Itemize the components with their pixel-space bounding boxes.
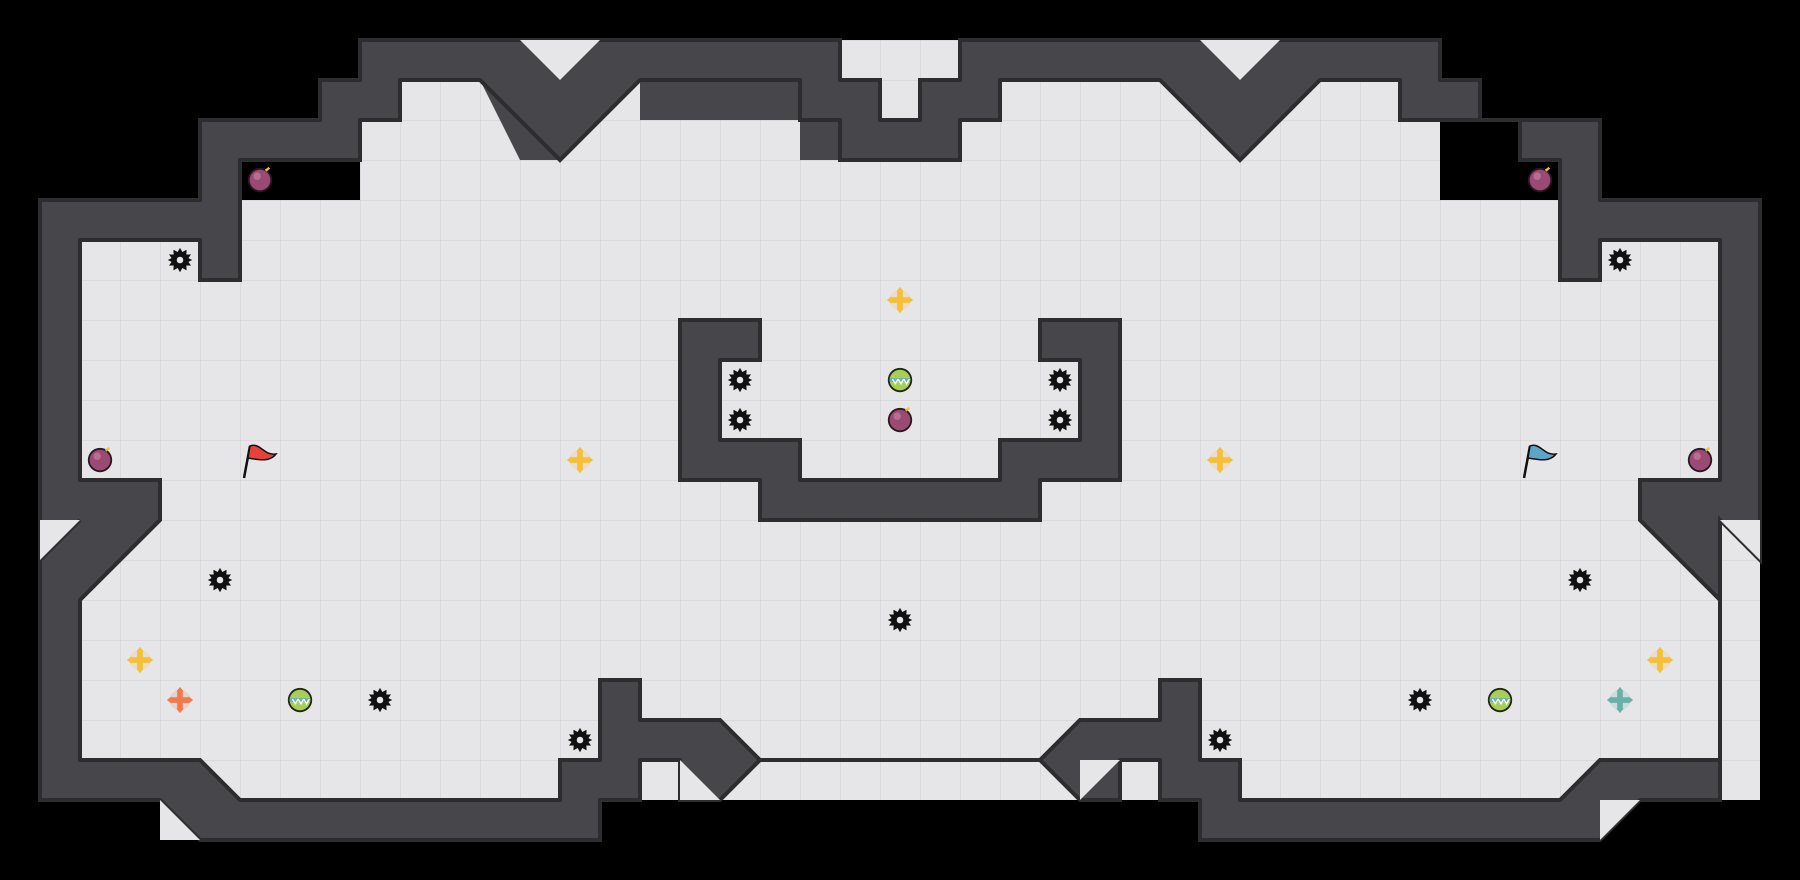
walls-main (38, 38, 1762, 842)
powerup-icon (887, 367, 913, 393)
bomb-icon (86, 446, 114, 474)
bomb-icon (1686, 446, 1714, 474)
powerup-icon (287, 687, 313, 713)
bomb-icon (246, 166, 274, 194)
bomb-icon (886, 406, 914, 434)
bomb-icon (1526, 166, 1554, 194)
entity-layer (86, 166, 1714, 753)
corner-notches (40, 40, 1760, 840)
center-structure (678, 318, 1122, 522)
blue-flag-icon (1522, 444, 1558, 479)
red-flag-icon (242, 444, 278, 479)
powerup-icon (1487, 687, 1513, 713)
